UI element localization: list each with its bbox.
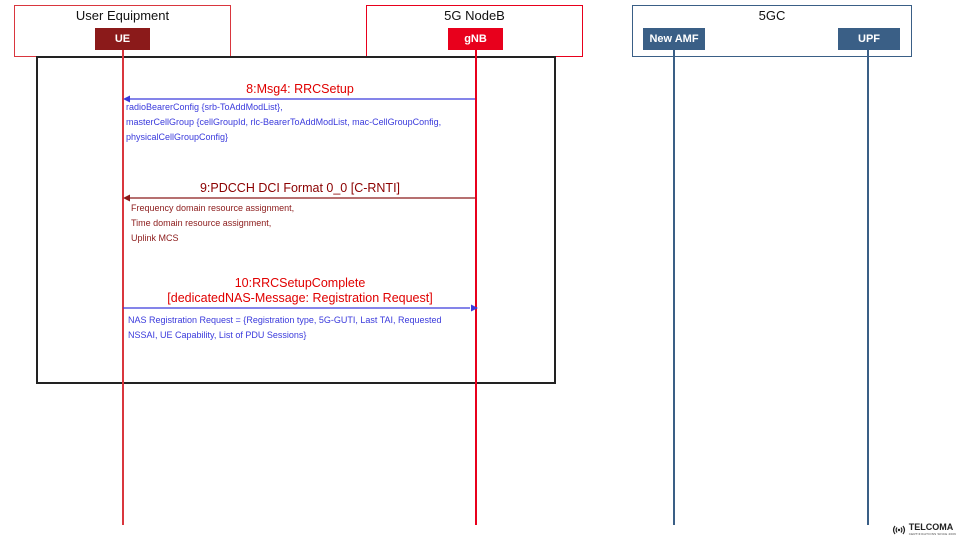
msg9-arrow bbox=[123, 194, 475, 202]
ue-entity: UE bbox=[95, 28, 150, 50]
gnb-lifeline bbox=[475, 50, 477, 525]
msg10-details: NAS Registration Request = {Registration… bbox=[128, 313, 442, 343]
msg10-arrow bbox=[123, 304, 478, 312]
amf-entity: New AMF bbox=[643, 28, 705, 50]
upf-lifeline bbox=[867, 50, 869, 525]
msg10-title-line: [dedicatedNAS-Message: Registration Requ… bbox=[167, 291, 433, 305]
core-title: 5GC bbox=[758, 8, 786, 23]
msg9-detail-line: Time domain resource assignment, bbox=[131, 218, 272, 228]
upf-entity: UPF bbox=[838, 28, 900, 50]
msg8-detail-line: masterCellGroup {cellGroupId, rlc-Bearer… bbox=[126, 117, 442, 127]
msg9-details: Frequency domain resource assignment, Ti… bbox=[131, 201, 294, 246]
msg10-detail-line: NAS Registration Request = {Registration… bbox=[128, 315, 442, 325]
msg8-title: 8:Msg4: RRCSetup bbox=[246, 82, 354, 96]
signal-waves-icon bbox=[892, 525, 905, 534]
gnb-entity: gNB bbox=[448, 28, 503, 50]
logo-tagline: CERTIFICATIONS SINCE 2009 bbox=[908, 532, 956, 536]
msg10-detail-line: NSSAI, UE Capability, List of PDU Sessio… bbox=[128, 330, 307, 340]
telcoma-logo: TELCOMA CERTIFICATIONS SINCE 2009 bbox=[892, 523, 956, 536]
nodeb-title: 5G NodeB bbox=[444, 8, 505, 23]
msg9-detail-line: Frequency domain resource assignment, bbox=[131, 203, 295, 213]
msg8-details: radioBearerConfig {srb-ToAddModList}, ma… bbox=[126, 100, 441, 145]
msg10-title-line: 10:RRCSetupComplete bbox=[234, 276, 366, 290]
msg8-arrow bbox=[123, 95, 475, 103]
msg8-detail-line: radioBearerConfig {srb-ToAddModList}, bbox=[126, 102, 283, 112]
procedure-frame bbox=[36, 56, 556, 384]
user-equipment-title: User Equipment bbox=[75, 8, 170, 23]
msg8-detail-line: physicalCellGroupConfig} bbox=[126, 132, 229, 142]
msg9-detail-line: Uplink MCS bbox=[131, 233, 179, 243]
logo-name: TELCOMA bbox=[908, 522, 954, 532]
amf-lifeline bbox=[673, 50, 675, 525]
ue-lifeline bbox=[122, 50, 124, 525]
msg10-title: 10:RRCSetupComplete [dedicatedNAS-Messag… bbox=[124, 276, 476, 306]
msg9-title: 9:PDCCH DCI Format 0_0 [C-RNTI] bbox=[199, 181, 401, 195]
